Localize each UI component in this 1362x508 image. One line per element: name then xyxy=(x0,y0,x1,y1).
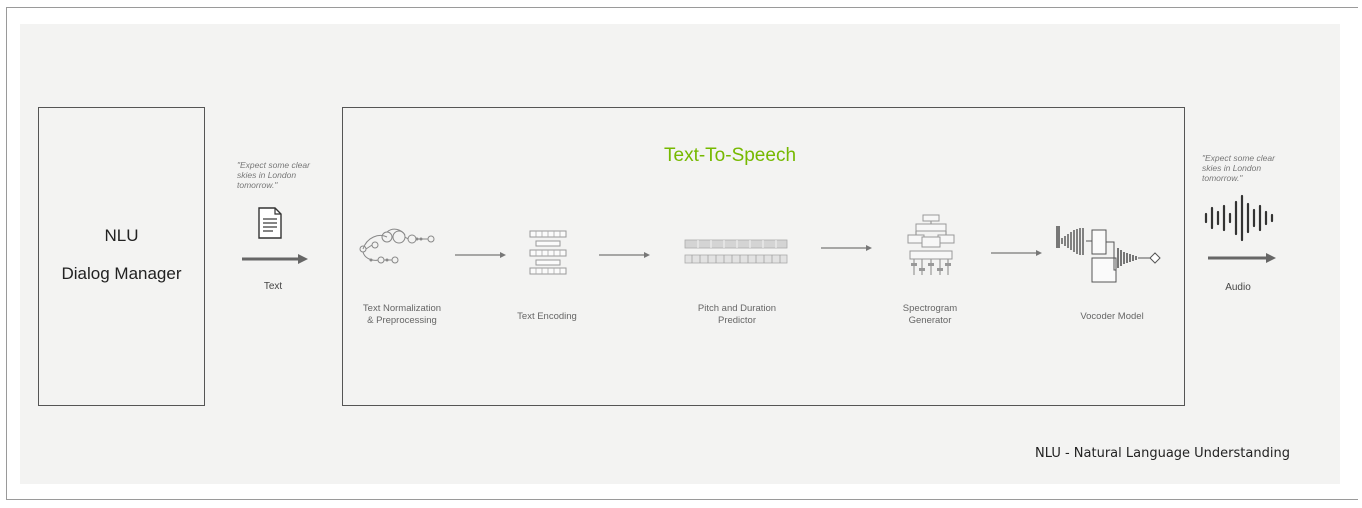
output-quote: "Expect some clear skies in London tomor… xyxy=(1202,153,1275,183)
graph-icon xyxy=(359,228,435,264)
text-arrow xyxy=(242,254,308,264)
flow-arrow xyxy=(455,252,506,258)
output-quote-line: "Expect some clear xyxy=(1202,153,1275,163)
dialog-manager-label: Dialog Manager xyxy=(61,264,182,283)
stage-label-line: Vocoder Model xyxy=(1080,311,1144,322)
footnote: NLU - Natural Language Understanding xyxy=(1035,446,1290,461)
stage-label-vocoder: Vocoder Model xyxy=(1062,311,1162,323)
encoder-icon xyxy=(529,230,567,275)
audio-label: Audio xyxy=(1225,282,1251,293)
stage-label-line: Text Encoding xyxy=(517,311,577,322)
stage-label-line: Text Normalization xyxy=(362,303,442,314)
flow-arrow xyxy=(991,250,1042,256)
document-icon xyxy=(258,207,282,239)
stage-label-line: Generator xyxy=(908,315,952,326)
predictor-icon xyxy=(684,239,788,264)
stage-label-line: Predictor xyxy=(717,315,756,326)
nlu-dialog-manager-box: NLU Dialog Manager xyxy=(38,107,205,406)
input-quote-line: "Expect some clear xyxy=(237,160,310,170)
input-quote-line: skies in London xyxy=(237,170,297,180)
output-quote-line: tomorrow." xyxy=(1202,173,1243,183)
stage-label-spectrogram: Spectrogram Generator xyxy=(880,303,980,327)
text-label: Text xyxy=(263,281,283,292)
waveform-icon xyxy=(1204,194,1274,242)
stage-label-pitch-duration: Pitch and Duration Predictor xyxy=(672,303,802,327)
stage-label-line: Pitch and Duration xyxy=(697,303,777,314)
spectrogram-icon xyxy=(907,214,955,275)
tts-title: Text-To-Speech xyxy=(664,145,797,166)
audio-arrow xyxy=(1208,253,1276,263)
stage-label-line: Spectrogram xyxy=(902,303,958,314)
flow-arrow xyxy=(599,252,650,258)
nlu-label: NLU xyxy=(104,226,139,245)
stage-label-normalization: Text Normalization & Preprocessing xyxy=(352,303,452,327)
input-quote: "Expect some clear skies in London tomor… xyxy=(237,160,310,190)
stage-label-encoding: Text Encoding xyxy=(497,311,597,323)
stage-label-line: & Preprocessing xyxy=(367,315,437,326)
output-quote-line: skies in London xyxy=(1202,163,1262,173)
input-quote-line: tomorrow." xyxy=(237,180,278,190)
vocoder-icon xyxy=(1056,226,1161,283)
flow-arrow xyxy=(821,245,872,251)
